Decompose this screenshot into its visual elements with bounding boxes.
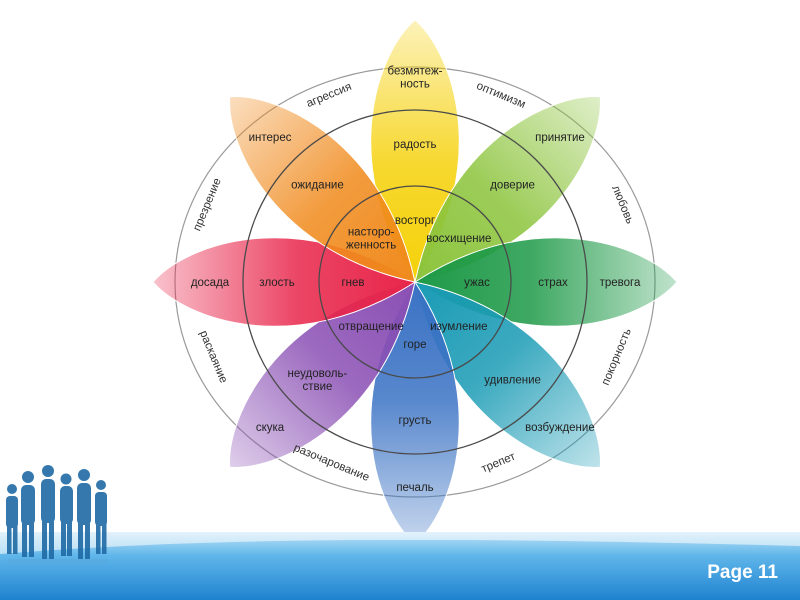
emotion-label-middle-red: злость [259,277,294,289]
emotion-label-outer-lime: принятие [535,132,585,144]
emotion-label-middle-blue: грусть [398,415,431,427]
emotion-label-outer-red: досада [191,277,230,289]
emotion-label-outer-teal: возбуждение [525,422,595,434]
petal-lime [414,96,601,283]
dyad-label-5: раскаяние [197,329,229,385]
dyad-label-0: оптимизм [475,80,528,111]
emotion-label-inner-lime: восхищение [426,233,491,245]
dyad-label-7: агрессия [305,81,354,110]
petal-teal [414,281,601,468]
emotion-label-inner-purple: отвращение [339,321,404,333]
emotion-label-outer-orange: интерес [249,132,292,144]
dyad-label-6: презрение [191,177,224,233]
dyad-label-4: разочарование [292,442,371,484]
emotion-label-middle-purple: неудоволь-ствие [288,368,348,393]
emotion-label-inner-blue: горе [403,339,426,351]
emotion-label-middle-teal: удивление [484,375,541,387]
emotion-label-middle-lime: доверие [490,179,535,191]
emotion-label-outer-blue: печаль [396,482,433,494]
emotion-label-middle-green: страх [538,277,568,289]
emotion-label-inner-teal: изумление [430,321,487,333]
emotion-wheel-diagram: восторг радость безмятеж-ность восхищение до… [152,19,678,545]
dyad-label-3: трепет [480,450,518,475]
footer-band [0,532,800,600]
dyad-label-2: покорность [600,327,634,387]
emotion-label-middle-yellow: радость [394,139,437,151]
emotion-label-middle-orange: ожидание [291,179,344,191]
emotion-label-outer-green: тревога [600,277,641,289]
middle-ring [242,109,588,455]
emotion-label-inner-orange: насторо-женность [346,227,396,252]
emotion-label-inner-green: ужас [464,277,490,289]
page-number-label: Page 11 [707,562,778,583]
emotion-label-outer-yellow: безмятеж-ность [388,66,443,91]
petal-orange [229,96,416,283]
petal-purple [229,281,416,468]
people-silhouettes-logo [6,465,108,563]
emotion-label-outer-purple: скука [256,422,285,434]
emotion-label-inner-yellow: восторг [395,215,435,227]
inner-ring [318,185,512,379]
emotion-label-inner-red: гнев [341,277,364,289]
